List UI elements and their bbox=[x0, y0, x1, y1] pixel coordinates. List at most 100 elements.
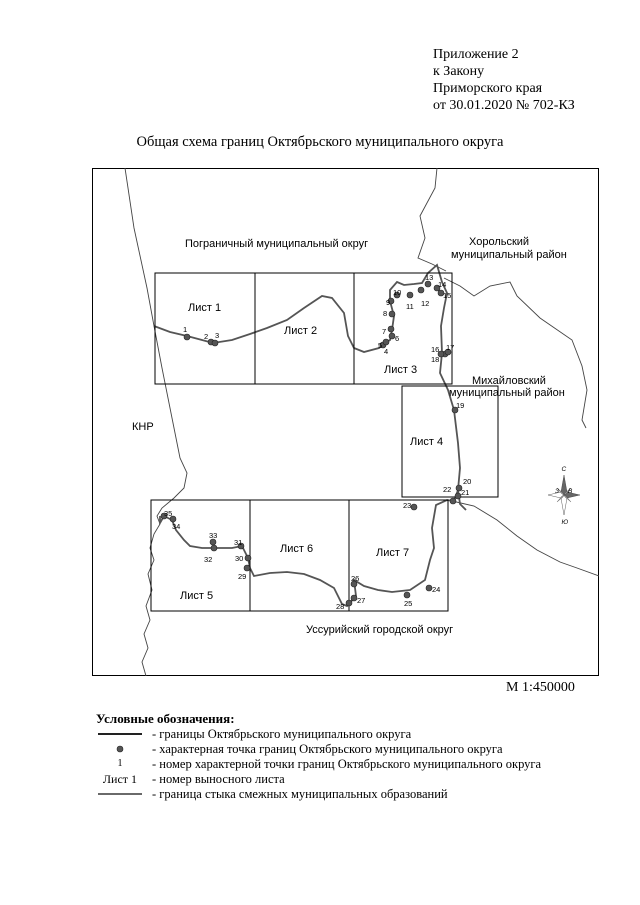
border-knr bbox=[124, 168, 188, 676]
point-number-29: 29 bbox=[238, 572, 246, 581]
legend-item-boundary: - границы Октябрьского муниципального ок… bbox=[96, 727, 596, 742]
region-label-mikhailovsky-1: Михайловский bbox=[472, 375, 546, 387]
point-number-30: 30 bbox=[235, 554, 243, 563]
legend-item-sheet: Лист 1 - номер выносного листа bbox=[96, 772, 596, 787]
adjacent-borders bbox=[124, 168, 599, 676]
boundary-point-3 bbox=[211, 339, 219, 347]
point-number-16: 16 bbox=[431, 345, 439, 354]
point-number-11: 11 bbox=[406, 302, 414, 311]
legend-item-point: - характерная точка границ Октябрьского … bbox=[96, 742, 596, 757]
boundary-point-6 bbox=[388, 332, 396, 340]
boundary-point-12 bbox=[417, 286, 425, 294]
boundary-map: Лист 1 Лист 2 Лист 3 Лист 4 Лист 5 Лист … bbox=[124, 168, 599, 676]
point-number-31: 31 bbox=[234, 538, 242, 547]
map-scale: М 1:450000 bbox=[506, 680, 575, 695]
boundary-point-28 bbox=[345, 599, 353, 607]
border-ussuri-east bbox=[451, 500, 599, 577]
sheet-label-5: Лист 5 bbox=[180, 590, 213, 602]
point-number-26: 26 bbox=[351, 574, 359, 583]
boundary-point-20 bbox=[455, 484, 463, 492]
point-number-3: 3 bbox=[215, 331, 219, 340]
point-number-33: 33 bbox=[209, 531, 217, 540]
legend-title: Условные обозначения: bbox=[96, 711, 235, 726]
region-label-ussuriysky: Уссурийский городской округ bbox=[306, 624, 453, 636]
point-number-7: 7 bbox=[382, 327, 386, 336]
okrug-boundary bbox=[153, 263, 461, 608]
boundary-point-7 bbox=[387, 325, 395, 333]
boundary-point-8 bbox=[388, 310, 396, 318]
point-number-8: 8 bbox=[383, 309, 387, 318]
compass-north: С bbox=[562, 466, 567, 473]
sheet-label-6: Лист 6 bbox=[280, 543, 313, 555]
point-number-2: 2 bbox=[204, 332, 208, 341]
point-number-20: 20 bbox=[463, 477, 471, 486]
region-label-pogranichny: Пограничный муниципальный округ bbox=[185, 238, 368, 250]
boundary-point-11 bbox=[406, 291, 414, 299]
sheet-frame-6 bbox=[249, 499, 350, 612]
point-number-13: 13 bbox=[425, 273, 433, 282]
point-number-4: 4 bbox=[384, 347, 388, 356]
boundary-point-24 bbox=[425, 584, 433, 592]
boundary-point-19 bbox=[451, 406, 459, 414]
point-number-34: 34 bbox=[172, 522, 180, 531]
point-number-27: 27 bbox=[357, 596, 365, 605]
legend-item-number: 1 - номер характерной точки границ Октяб… bbox=[96, 757, 596, 772]
map-frame bbox=[92, 168, 599, 676]
annex-line-2: к Закону bbox=[433, 64, 485, 79]
thick-line-icon bbox=[98, 733, 142, 735]
legend-text-boundary: - границы Октябрьского муниципального ок… bbox=[152, 727, 412, 741]
sheet-labels: Лист 1 Лист 2 Лист 3 Лист 4 Лист 5 Лист … bbox=[180, 302, 443, 602]
point-number-15: 15 bbox=[443, 291, 451, 300]
boundary-point-14 bbox=[433, 284, 441, 292]
boundary-point-23 bbox=[410, 503, 418, 511]
point-number-14: 14 bbox=[438, 280, 446, 289]
boundary-point-35 bbox=[160, 512, 168, 520]
annex-line-1: Приложение 2 bbox=[433, 47, 519, 62]
boundary-point-17 bbox=[444, 348, 452, 356]
point-number-19: 19 bbox=[456, 401, 464, 410]
region-labels: Пограничный муниципальный округ Хорольск… bbox=[132, 236, 567, 636]
legend-symbol-sheet: Лист 1 bbox=[102, 772, 138, 786]
point-number-35: 35 bbox=[164, 509, 172, 518]
boundary-point-33 bbox=[209, 538, 217, 546]
legend-item-adjacent: - граница стыка смежных муниципальных об… bbox=[96, 787, 596, 802]
boundary-point-31 bbox=[237, 542, 245, 550]
border-mikhailovsky bbox=[443, 277, 588, 429]
point-numbers: 1 2 3 4 5 6 7 8 9 10 11 12 13 14 15 16 1… bbox=[164, 273, 471, 611]
boundary-point-25 bbox=[403, 591, 411, 599]
region-label-khorolsky-1: Хорольский bbox=[469, 236, 529, 248]
boundary-point-27 bbox=[350, 594, 358, 602]
point-dot-icon bbox=[116, 745, 124, 753]
sheet-label-7: Лист 7 bbox=[376, 547, 409, 559]
sheet-label-4: Лист 4 bbox=[410, 436, 443, 448]
point-number-6: 6 bbox=[395, 334, 399, 343]
boundary-point-10 bbox=[393, 291, 401, 299]
legend-text-point: - характерная точка границ Октябрьского … bbox=[152, 742, 503, 756]
legend-text-number: - номер характерной точки границ Октябрь… bbox=[152, 757, 542, 771]
sheet-frame-3 bbox=[353, 272, 453, 385]
point-number-23: 23 bbox=[403, 501, 411, 510]
sheet-label-2: Лист 2 bbox=[284, 325, 317, 337]
region-label-mikhailovsky-2: муниципальный район bbox=[449, 387, 565, 399]
point-number-17: 17 bbox=[446, 343, 454, 352]
point-number-24: 24 bbox=[432, 585, 440, 594]
border-khorol bbox=[417, 168, 447, 272]
point-number-22: 22 bbox=[443, 485, 451, 494]
thin-line-icon bbox=[98, 793, 142, 795]
point-number-9: 9 bbox=[386, 298, 390, 307]
boundary-point-21 bbox=[454, 492, 462, 500]
point-number-25: 25 bbox=[404, 599, 412, 608]
annex-line-3: Приморского края bbox=[433, 81, 543, 96]
point-number-1: 1 bbox=[183, 325, 187, 334]
sheet-frame-7 bbox=[348, 499, 449, 612]
sheet-frame-1 bbox=[154, 272, 256, 385]
boundary-point-22 bbox=[449, 497, 457, 505]
page-title: Общая схема границ Октябрьского муниципа… bbox=[136, 134, 504, 150]
annex-line-4: от 30.01.2020 № 702-КЗ bbox=[433, 98, 575, 113]
boundary-point-34 bbox=[169, 515, 177, 523]
point-number-28: 28 bbox=[336, 602, 344, 611]
compass-west: З bbox=[555, 488, 559, 495]
point-number-12: 12 bbox=[421, 299, 429, 308]
legend-text-sheet: - номер выносного листа bbox=[152, 772, 285, 786]
boundary-point-5 bbox=[382, 338, 390, 346]
